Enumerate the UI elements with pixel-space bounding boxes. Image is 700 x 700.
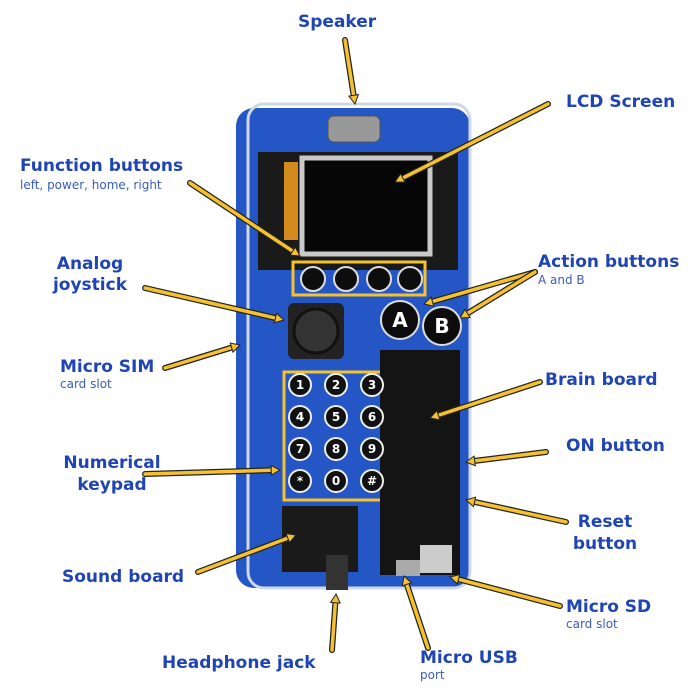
function-buttons-frame [291,260,427,297]
arrow-line [163,345,237,370]
label-micro-sd: Micro SD [566,597,652,617]
arrow-head [464,496,477,508]
arrow-line [143,468,276,476]
label-keypad-1: Numerical [63,453,161,473]
arrow-head [285,533,297,544]
keypad-key[interactable]: 4 [288,405,312,429]
acrylic-back [246,102,472,590]
arrow-line [143,286,280,321]
label-sound-board: Sound board [62,567,185,587]
arrow-line [398,102,550,182]
arrow-head [448,573,461,585]
label-speaker: Speaker [298,12,377,32]
keypad-key[interactable]: 7 [288,437,312,461]
arrow-head [464,455,476,467]
speaker [327,115,381,143]
keypad-key[interactable]: 5 [324,405,348,429]
arrow-line [463,270,537,317]
flex-cable [284,162,298,240]
arrow-head [270,464,282,476]
arrow-head [401,575,413,587]
keypad-key[interactable]: 9 [360,437,384,461]
label-action-buttons-sub: A and B [538,273,585,287]
micro-usb [396,560,420,576]
arrow-head [429,409,441,421]
arrow-line [470,450,548,464]
label-on-button: ON button [566,436,665,456]
label-function-buttons-sub: left, power, home, right [20,178,162,192]
brain-board [380,350,460,575]
label-micro-usb-sub: port [420,668,445,682]
label-micro-sim-sub: card slot [60,377,112,391]
keypad-key[interactable]: * [288,469,312,493]
arrow-head [459,308,471,319]
headphone-jack [326,555,348,590]
keypad-key[interactable]: # [360,469,384,493]
arrow-head [422,296,435,307]
arrow-head [394,172,406,183]
micro-sd-slot [420,545,452,573]
label-analog-2: joystick [52,275,128,295]
arrow-line [188,181,297,255]
arrow-line [470,499,568,524]
label-reset-2: button [572,534,638,554]
joystick[interactable] [292,307,340,355]
label-micro-sd-sub: card slot [566,617,618,631]
arrow-head [289,246,301,257]
label-micro-usb: Micro USB [420,648,518,668]
keypad-key[interactable]: 0 [324,469,348,493]
arrow-line [404,579,430,650]
keypad-key[interactable]: 8 [324,437,348,461]
function-buttons[interactable] [300,266,423,292]
keypad-key[interactable]: 3 [360,373,384,397]
label-reset-1: Reset [577,512,633,532]
arrow-line [454,576,562,608]
arrow-line [428,270,537,305]
arrow-line [330,598,338,652]
keypad-key[interactable]: 1 [288,373,312,397]
label-function-buttons: Function buttons [20,156,184,176]
arrow-line [196,535,293,574]
button-a[interactable]: A [380,300,420,340]
arrow-head [347,93,360,106]
label-keypad-2: keypad [77,475,147,495]
arrow-line [433,380,542,418]
label-analog-1: Analog [56,254,124,274]
arrow-head [329,592,341,604]
keypad-key[interactable]: 6 [360,405,384,429]
arrow-head [229,342,241,354]
keypad-key[interactable]: 2 [324,373,348,397]
label-micro-sim: Micro SIM [60,357,155,377]
arrows [142,37,569,653]
arrow-line [343,38,356,100]
label-brain-board: Brain board [545,370,658,390]
label-headphone-jack: Headphone jack [162,653,316,673]
label-lcd-screen: LCD Screen [566,92,676,112]
label-action-buttons: Action buttons [538,252,680,272]
arrow-head [273,312,286,324]
button-b[interactable]: B [422,306,462,346]
